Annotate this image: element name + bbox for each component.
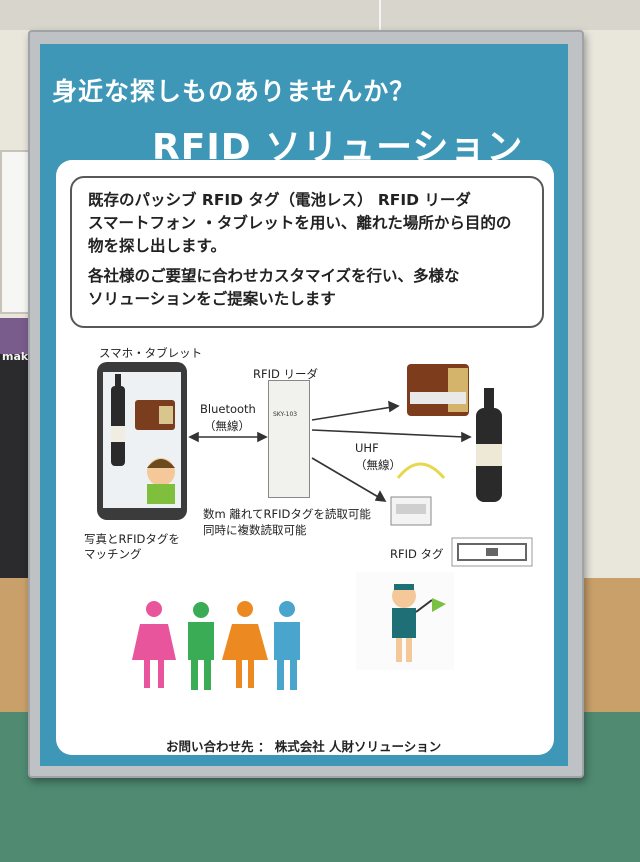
smartphone-screen-art <box>111 374 175 504</box>
arrow-reader-wallet <box>311 406 393 421</box>
description-line-1: 既存のパッシブ RFID タグ（電池レス） RFID リーダ <box>88 191 471 209</box>
arrow-reader-badge <box>311 457 381 499</box>
poster-headline: 身近な探しものありませんか？ <box>52 77 416 106</box>
range-label-line-2: 同時に複数読取可能 <box>203 523 307 537</box>
uhf-label: UHF <box>355 441 379 455</box>
contact-info: お問い合わせ先 ： 株式会社 人財ソリューション <box>166 739 442 754</box>
range-label-line-1: 数m 離れてRFIDタグを読取可能 <box>203 507 371 521</box>
guide-character-illustration <box>356 572 454 670</box>
id-badge-illustration <box>390 462 446 526</box>
description-line-2: スマートフォン ・タブレットを用い、離れた場所から目的の <box>88 214 512 232</box>
reader-label: RFID リーダ <box>253 367 319 381</box>
matching-label-line-1: 写真とRFIDタグを <box>84 532 180 546</box>
arrow-reader-wine <box>311 429 465 438</box>
description-line-4: 各社様のご要望に合わせカスタマイズを行い、多様な <box>88 267 460 285</box>
hanging-wire <box>379 0 381 34</box>
uhf-sub-label: （無線） <box>355 458 401 472</box>
machine-label: maki <box>2 350 32 363</box>
rfid-tag-illustration <box>451 537 533 567</box>
reader-device-text: SKY-103 <box>273 411 298 418</box>
description-line-3: 物を探し出します。 <box>88 237 226 255</box>
rfid-reader-illustration <box>268 380 310 498</box>
wine-bottle-illustration <box>476 388 502 502</box>
wallet-illustration <box>407 364 469 416</box>
matching-label-line-2: マッチング <box>84 547 142 561</box>
bluetooth-label: Bluetooth <box>200 402 256 416</box>
ceiling <box>0 0 640 30</box>
smartphone-screen <box>103 372 181 508</box>
bluetooth-sub-label: （無線） <box>204 419 250 433</box>
description-box: 既存のパッシブ RFID タグ（電池レス） RFID リーダ スマートフォン ・… <box>70 176 544 328</box>
people-figures <box>132 601 300 690</box>
rfid-tag-label: RFID タグ <box>390 547 444 561</box>
smartphone-label: スマホ・タブレット <box>99 346 203 360</box>
description-line-5: ソリューションをご提案いたします <box>88 290 336 308</box>
